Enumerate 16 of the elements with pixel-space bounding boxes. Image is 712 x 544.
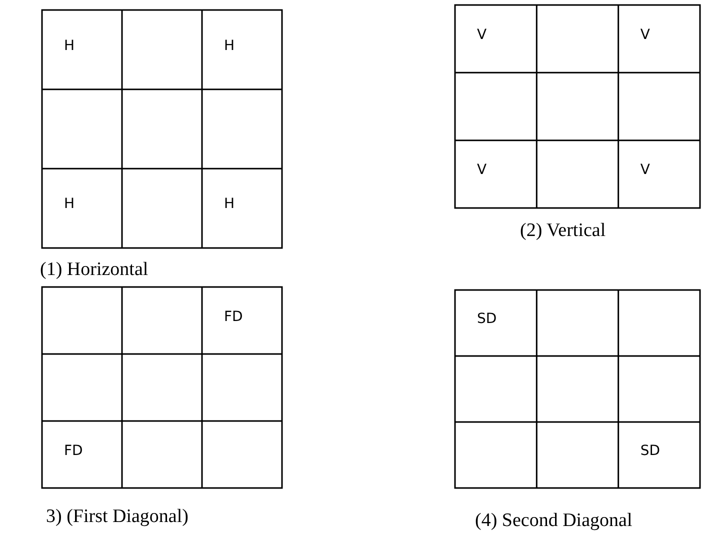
grid-letter: V	[640, 26, 650, 43]
grid-caption: (2) Vertical	[520, 220, 606, 242]
grid-caption: (4) Second Diagonal	[475, 510, 632, 532]
grid-letter: H	[224, 196, 235, 212]
grid-letter: H	[64, 38, 75, 54]
grid-letter: SD	[477, 311, 497, 327]
grid-caption: (1) Horizontal	[40, 259, 148, 281]
grid-letter: V	[640, 162, 650, 178]
grid-letter: FD	[224, 308, 243, 324]
grid-letter: SD	[640, 443, 660, 459]
grid-caption: 3) (First Diagonal)	[46, 506, 188, 528]
grid-letter: V	[477, 26, 487, 43]
grid-letter: H	[224, 38, 235, 54]
grid-letter: H	[64, 196, 75, 212]
grid-letter: FD	[64, 442, 83, 458]
grid-letter: V	[477, 162, 487, 178]
